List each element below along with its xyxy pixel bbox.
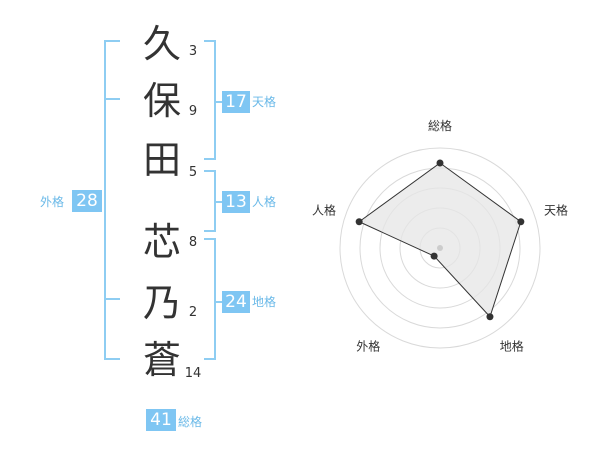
radar-axis-label-3: 地格 bbox=[500, 339, 524, 354]
jinkaku-label: 人格 bbox=[252, 195, 277, 209]
tenkaku-label: 天格 bbox=[252, 95, 277, 109]
radar-center-dot bbox=[437, 245, 443, 251]
stroke-count-6: 14 bbox=[184, 366, 202, 381]
stroke-count-3: 5 bbox=[188, 165, 198, 180]
radar-axis-label-1: 総格 bbox=[428, 118, 452, 133]
gaikaku-label: 外格 bbox=[40, 195, 65, 209]
radar-axis-label-2: 天格 bbox=[544, 202, 568, 217]
stroke-count-5: 2 bbox=[188, 305, 198, 320]
radar-axis-label-4: 外格 bbox=[356, 339, 380, 354]
tenkaku-value: 17 bbox=[222, 91, 250, 113]
radar-polygon bbox=[358, 162, 522, 318]
soukaku-label: 総格 bbox=[178, 415, 203, 429]
chikaku-label: 地格 bbox=[252, 295, 277, 309]
name-char-5: 乃 bbox=[142, 281, 181, 325]
radar-point-1 bbox=[436, 159, 444, 167]
radar-point-5 bbox=[355, 218, 363, 226]
radar-axis-label-5: 人格 bbox=[312, 202, 336, 217]
name-char-1: 久 bbox=[142, 22, 181, 66]
name-char-3: 田 bbox=[142, 138, 181, 182]
name-char-6: 蒼 bbox=[142, 338, 181, 382]
soukaku-value: 41 bbox=[146, 409, 176, 431]
radar-point-3 bbox=[486, 313, 494, 321]
radar-points bbox=[355, 159, 525, 321]
radar-point-2 bbox=[517, 218, 525, 226]
radar-ring-5 bbox=[339, 147, 541, 349]
chikaku-value: 24 bbox=[222, 291, 250, 313]
stroke-count-1: 3 bbox=[188, 44, 198, 59]
radar-point-4 bbox=[430, 252, 438, 260]
jinkaku-value: 13 bbox=[222, 191, 250, 213]
stroke-count-4: 8 bbox=[188, 235, 198, 250]
name-char-2: 保 bbox=[142, 79, 181, 123]
stroke-count-2: 9 bbox=[188, 104, 198, 119]
gaikaku-value: 28 bbox=[72, 190, 102, 212]
name-char-4: 芯 bbox=[142, 220, 181, 264]
